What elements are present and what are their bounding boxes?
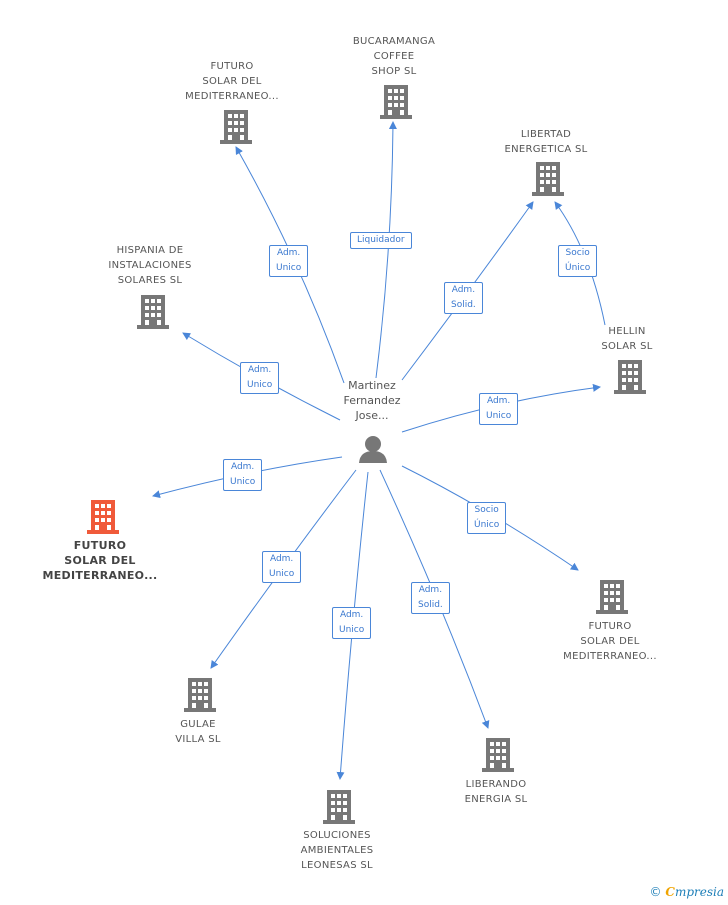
edge-label-line: Adm.: [276, 248, 301, 258]
building-icon[interactable]: [482, 738, 514, 772]
node-label-line: SOLAR DEL: [64, 554, 136, 567]
node-label-line: SHOP SL: [371, 66, 417, 77]
building-icon[interactable]: [380, 85, 412, 119]
building-icon[interactable]: [220, 110, 252, 144]
building-icon[interactable]: [184, 678, 216, 712]
person-label-line: Martinez: [348, 379, 396, 392]
edge-label-line: Unico: [339, 625, 365, 635]
edge-label-line: Unico: [230, 477, 256, 487]
edge-label-line: Unico: [269, 569, 295, 579]
edge-label-line: Adm.: [486, 396, 511, 406]
edge-label-libertad[interactable]: Adm. Solid.: [444, 282, 483, 314]
node-label-line: SOLAR DEL: [580, 636, 640, 647]
node-futuro-right[interactable]: FUTURO SOLAR DEL MEDITERRANEO...: [535, 619, 685, 664]
node-label-line: SOLAR SL: [601, 341, 653, 352]
edge-label-line: Unico: [486, 411, 512, 421]
node-gulae[interactable]: GULAE VILLA SL: [123, 717, 273, 747]
node-label-line: VILLA SL: [175, 734, 221, 745]
node-liberando[interactable]: LIBERANDO ENERGIA SL: [421, 777, 571, 807]
node-label-line: MEDITERRANEO...: [42, 569, 158, 582]
node-bucaramanga[interactable]: BUCARAMANGA COFFEE SHOP SL: [319, 34, 469, 79]
person-icon[interactable]: [359, 436, 387, 463]
node-label-line: LIBERANDO: [465, 779, 527, 790]
node-futuro-main[interactable]: FUTURO SOLAR DEL MEDITERRANEO...: [25, 538, 175, 583]
edge-label-line: Socio: [565, 248, 590, 258]
edge-label-line: Adm.: [230, 462, 255, 472]
edge-label-gulae[interactable]: Adm. Unico: [262, 551, 302, 583]
edge-label-hispania[interactable]: Adm. Unico: [240, 362, 280, 394]
copyright-symbol: ©: [649, 885, 662, 899]
node-futuro-top[interactable]: FUTURO SOLAR DEL MEDITERRANEO...: [157, 59, 307, 104]
node-label-line: MEDITERRANEO...: [185, 91, 279, 102]
node-label-line: HISPANIA DE: [116, 245, 184, 256]
person-label-line: Jose...: [355, 409, 389, 422]
edge-label-line: Adm.: [418, 585, 443, 595]
edge-label-bucaramanga[interactable]: Liquidador: [350, 232, 412, 249]
node-label-line: ENERGIA SL: [464, 794, 528, 805]
node-label-line: HELLIN: [608, 326, 646, 337]
person-label-line: Fernandez: [343, 394, 401, 407]
edge-label-futuro-right[interactable]: Socio Único: [467, 502, 507, 534]
brand-logo: © Cmpresia: [650, 885, 724, 899]
node-label-line: COFFEE: [373, 51, 415, 62]
node-label-line: SOLARES SL: [117, 275, 183, 286]
building-icon[interactable]: [596, 580, 628, 614]
node-label-line: FUTURO: [588, 621, 632, 632]
edge-label-soluciones[interactable]: Adm. Unico: [332, 607, 372, 639]
edge-label-line: Único: [474, 520, 500, 530]
edge-label-line: Solid.: [418, 600, 443, 610]
edge-label-line: Solid.: [451, 300, 476, 310]
building-icon[interactable]: [614, 360, 646, 394]
center-person-label[interactable]: Martinez Fernandez Jose...: [312, 378, 432, 423]
node-label-line: INSTALACIONES: [108, 260, 192, 271]
edge-label-line: Unico: [276, 263, 302, 273]
edge-bucaramanga: [375, 121, 397, 379]
building-icon[interactable]: [87, 500, 119, 534]
node-label-line: AMBIENTALES: [300, 845, 374, 856]
node-label-line: MEDITERRANEO...: [563, 651, 657, 662]
edge-label-hellin-libertad[interactable]: Socio Único: [558, 245, 598, 277]
node-label-line: SOLUCIONES: [303, 830, 371, 841]
node-soluciones[interactable]: SOLUCIONES AMBIENTALES LEONESAS SL: [262, 828, 412, 873]
node-label-line: ENERGETICA SL: [504, 144, 588, 155]
edge-label-hellin[interactable]: Adm. Unico: [479, 393, 519, 425]
building-icon[interactable]: [137, 295, 169, 329]
edge-label-line: Adm.: [269, 554, 294, 564]
edge-label-liberando[interactable]: Adm. Solid.: [411, 582, 450, 614]
building-icon[interactable]: [532, 162, 564, 196]
node-label-line: LIBERTAD: [520, 129, 572, 140]
node-hellin[interactable]: HELLIN SOLAR SL: [552, 324, 702, 354]
edge-label-line: Adm.: [451, 285, 476, 295]
edge-label-futuro-top[interactable]: Adm. Unico: [269, 245, 309, 277]
building-icon[interactable]: [323, 790, 355, 824]
edge-label-line: Socio: [474, 505, 499, 515]
edge-label-line: Liquidador: [357, 235, 405, 245]
brand-name: mpresia: [674, 885, 724, 899]
edge-label-line: Único: [565, 263, 591, 273]
node-label-line: BUCARAMANGA: [352, 36, 436, 47]
edge-label-line: Adm.: [247, 365, 272, 375]
node-label-line: GULAE: [180, 719, 216, 730]
node-label-line: FUTURO: [210, 61, 254, 72]
brand-initial: C: [665, 885, 675, 899]
edge-label-futuro-main[interactable]: Adm. Unico: [223, 459, 263, 491]
edge-label-line: Adm.: [339, 610, 364, 620]
node-label-line: SOLAR DEL: [202, 76, 262, 87]
node-hispania[interactable]: HISPANIA DE INSTALACIONES SOLARES SL: [75, 243, 225, 288]
node-label-line: FUTURO: [73, 539, 127, 552]
node-label-line: LEONESAS SL: [301, 860, 373, 871]
edge-label-line: Unico: [247, 380, 273, 390]
node-libertad[interactable]: LIBERTAD ENERGETICA SL: [471, 127, 621, 157]
